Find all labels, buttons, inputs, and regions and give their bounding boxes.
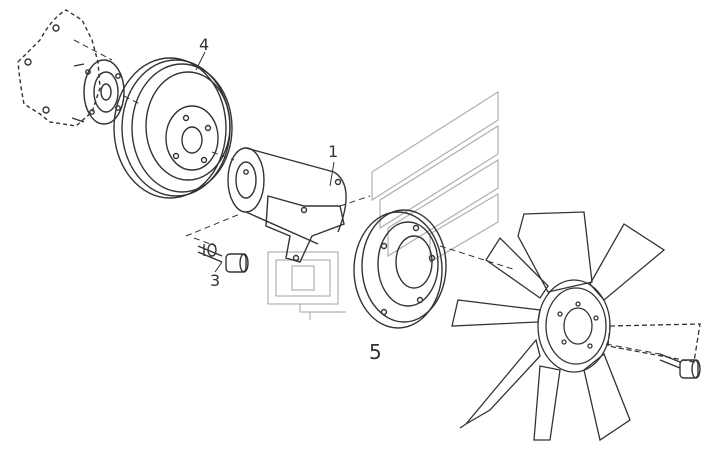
bolt-icon [197, 243, 249, 273]
callout-4: 4 [199, 35, 210, 54]
fan-bolt-icon [659, 353, 701, 379]
callout-leaders [195, 51, 335, 273]
watermark-logo-icon [267, 90, 499, 320]
fan-clutch-icon [353, 209, 447, 329]
pulley-icon [113, 57, 233, 199]
fan-spacer-icon [227, 147, 347, 263]
assembly-guide-lines [73, 39, 661, 355]
water-pump-icon [17, 9, 125, 127]
callout-3: 3 [210, 271, 221, 290]
callout-1: 1 [328, 142, 339, 161]
fan-icon [451, 211, 701, 442]
callout-5: 5 [369, 340, 382, 364]
